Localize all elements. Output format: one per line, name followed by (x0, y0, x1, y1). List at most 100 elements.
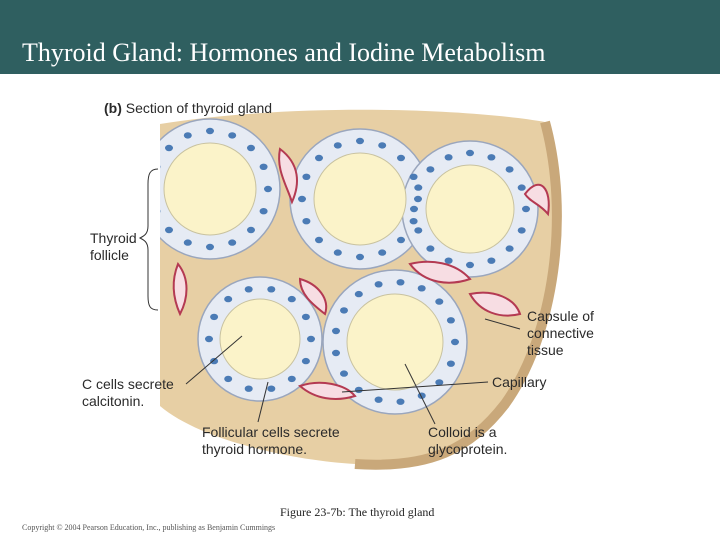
cell-nucleus (374, 281, 383, 288)
cell-nucleus (160, 208, 161, 215)
cell-nucleus (409, 173, 418, 180)
cell-nucleus (435, 298, 444, 305)
follicle-bracket (138, 168, 159, 311)
cell-nucleus (414, 227, 423, 234)
cell-nucleus (183, 132, 192, 139)
label-text: thyroid hormone. (202, 441, 308, 457)
label-text: Capsule of (527, 308, 594, 324)
cell-nucleus (466, 261, 474, 269)
colloid (346, 293, 444, 391)
figure-caption: Figure 23-7b: The thyroid gland (280, 505, 435, 519)
cell-nucleus (417, 285, 426, 292)
colloid (219, 298, 301, 380)
cell-nucleus (397, 154, 405, 162)
cell-nucleus (378, 249, 387, 256)
cell-nucleus (374, 396, 383, 403)
cell-nucleus (505, 166, 514, 173)
label-follicular-cells: Follicular cells secrete thyroid hormone… (202, 424, 340, 458)
cell-nucleus (332, 327, 340, 335)
cell-nucleus (409, 218, 418, 225)
cell-nucleus (397, 236, 405, 244)
copyright-notice: Copyright © 2004 Pearson Education, Inc.… (22, 523, 276, 532)
cell-nucleus (505, 245, 514, 252)
cell-nucleus (210, 357, 219, 365)
cell-nucleus (287, 375, 296, 383)
cell-nucleus (396, 398, 405, 405)
cell-nucleus (333, 142, 342, 149)
cell-nucleus (315, 154, 323, 162)
label-text: Thyroid (90, 230, 137, 246)
capillaries (172, 147, 550, 400)
label-thyroid-follicle: Thyroid follicle (90, 230, 137, 264)
capillary (523, 183, 550, 217)
colloid (425, 164, 515, 254)
cell-nucleus (267, 385, 276, 392)
cell-nucleus (446, 317, 455, 324)
cell-nucleus (332, 349, 340, 357)
capillary (468, 291, 522, 317)
leader-follicular (257, 381, 269, 423)
cell-nucleus (298, 195, 306, 203)
cell-nucleus (287, 295, 296, 303)
cell-nucleus (302, 218, 311, 225)
cell-nucleus (301, 357, 310, 365)
capillary (298, 277, 328, 316)
cell-nucleus (302, 173, 311, 180)
cell-nucleus (247, 144, 255, 152)
cell-nucleus (522, 205, 530, 213)
thyroid-section-illustration (138, 109, 562, 470)
cell-nucleus (183, 239, 192, 246)
cell-nucleus (517, 184, 526, 191)
cell-nucleus (340, 370, 348, 377)
label-text: glycoprotein. (428, 441, 508, 457)
cell-nucleus (487, 154, 496, 161)
label-colloid: Colloid is a glycoprotein. (428, 424, 507, 458)
cell-nucleus (414, 184, 423, 191)
colloid-centers (163, 142, 515, 391)
cell-nucleus (356, 253, 364, 261)
capillary (408, 260, 472, 284)
cell-nucleus (148, 186, 156, 192)
cell-nucleus (259, 163, 268, 170)
cell-nucleus (356, 137, 364, 145)
cell-nucleus (244, 385, 253, 392)
cell-nucleus (466, 149, 474, 157)
cell-nucleus (435, 379, 444, 386)
leader-colloid (404, 363, 436, 425)
cell-nucleus (396, 279, 405, 286)
cell-nucleus (354, 386, 363, 394)
leader-capillary (341, 381, 489, 393)
leader-c-cells (185, 335, 243, 385)
label-text: calcitonin. (82, 393, 145, 409)
cell-nucleus (165, 226, 173, 234)
cell-nucleus (517, 227, 526, 234)
cell-nucleus (315, 236, 323, 244)
cell-nucleus (259, 208, 268, 215)
label-c-cells: C cells secrete calcitonin. (82, 376, 174, 410)
capillary (298, 381, 357, 400)
cell-nucleus (446, 360, 455, 367)
panel-title: Section of thyroid gland (125, 100, 273, 116)
cell-nucleus (247, 226, 255, 234)
cell-nucleus (205, 335, 213, 343)
label-text: connective (527, 325, 594, 341)
cell-nucleus (340, 307, 348, 314)
cell-nucleus (228, 239, 237, 246)
cell-nucleus (444, 257, 453, 264)
label-capillary: Capillary (492, 374, 547, 390)
cell-nucleus (410, 205, 418, 213)
label-text: C cells secrete (82, 376, 174, 392)
cell-nucleus (426, 166, 435, 173)
label-text: follicle (90, 247, 129, 263)
cell-nucleus (267, 286, 276, 293)
cell-nucleus (378, 142, 387, 149)
cell-nucleus (301, 313, 310, 321)
cell-nucleus (206, 243, 214, 251)
cell-nucleus (414, 195, 422, 203)
label-text: Follicular cells secrete (202, 424, 340, 440)
colloid (313, 152, 407, 246)
panel-letter: (b) (104, 100, 122, 116)
leader-lines (185, 318, 521, 425)
label-capsule: Capsule of connective tissue (527, 308, 594, 359)
colloid (163, 142, 257, 236)
